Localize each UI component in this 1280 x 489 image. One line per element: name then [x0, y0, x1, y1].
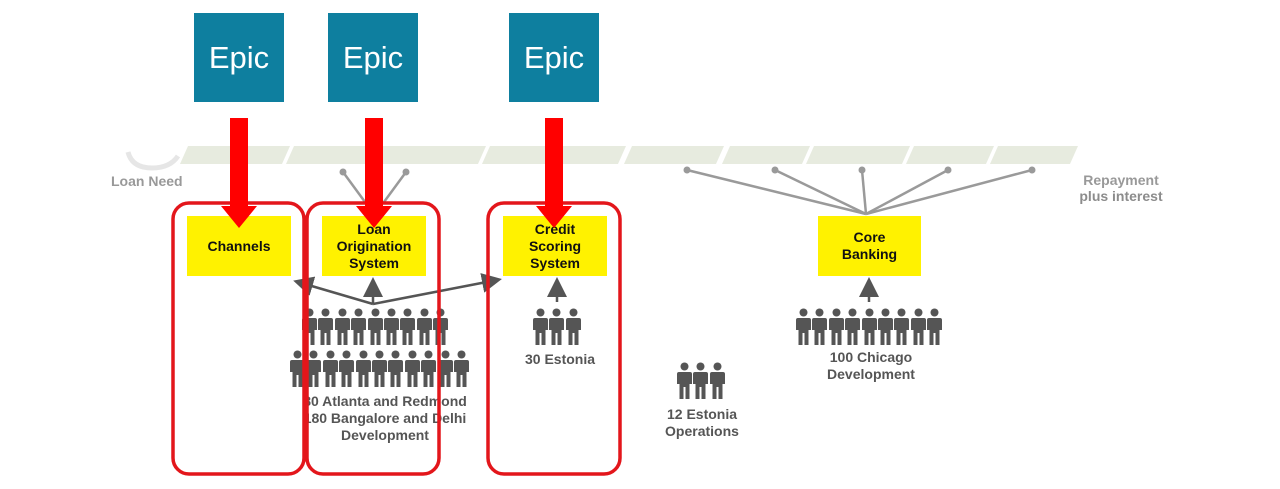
person-icon [828, 308, 844, 346]
epic-box-2: Epic [328, 13, 418, 102]
person-icon [306, 350, 322, 388]
person-icon [845, 308, 861, 346]
person-icon [339, 350, 355, 388]
team-label-estonia-ops: 12 Estonia Operations [652, 406, 752, 440]
system-loan-origination: Loan Origination System [322, 216, 426, 276]
people-group-bangalore-delhi [290, 350, 470, 388]
person-icon [565, 308, 581, 346]
person-icon [709, 362, 725, 400]
epic-label-1: Epic [208, 39, 270, 75]
los-line1: Loan [357, 220, 391, 237]
person-icon [400, 308, 416, 346]
los-line2: Origination [336, 237, 412, 254]
team-chicago-line1: 100 Chicago [829, 349, 913, 365]
css-line3: System [530, 254, 580, 271]
end-label-line2: plus interest [1079, 188, 1163, 204]
person-icon [877, 308, 893, 346]
people-group-estonia-dev [533, 308, 582, 346]
epic-label-3: Epic [523, 39, 585, 75]
person-icon [677, 362, 692, 400]
team-estonia-ops-line2: Operations [665, 423, 739, 439]
person-icon [437, 350, 453, 388]
end-label: Repayment plus interest [1073, 172, 1169, 204]
person-icon [549, 308, 565, 346]
person-icon [416, 308, 432, 346]
system-core-banking: Core Banking [818, 216, 921, 276]
team-india-us-line3: Development [341, 427, 429, 443]
system-channels-label: Channels [207, 237, 271, 254]
core-line1: Core [853, 229, 886, 245]
person-icon [322, 350, 338, 388]
start-label: Loan Need [111, 173, 183, 189]
css-line1: Credit [534, 220, 576, 237]
person-icon [388, 350, 404, 388]
team-india-us-line2: 180 Bangalore and Delhi [303, 410, 467, 426]
person-icon [894, 308, 910, 346]
person-icon [383, 308, 399, 346]
core-line2: Banking [841, 246, 898, 262]
person-icon [318, 308, 334, 346]
person-icon [290, 350, 305, 388]
person-icon [355, 350, 371, 388]
system-channels: Channels [187, 216, 291, 276]
team-label-estonia-dev: 30 Estonia [524, 351, 596, 367]
los-line3: System [349, 254, 399, 271]
epic-box-1: Epic [194, 13, 284, 102]
epic-label-2: Epic [342, 39, 404, 75]
person-icon [421, 350, 437, 388]
team-india-us-line1: 80 Atlanta and Redmond [303, 393, 467, 409]
css-line2: Scoring [528, 237, 582, 254]
person-icon [367, 308, 383, 346]
down-arrow-icon [356, 118, 392, 228]
person-icon [693, 362, 709, 400]
person-icon [371, 350, 387, 388]
team-chicago-line2: Development [827, 366, 915, 382]
down-arrow-icon [221, 118, 257, 228]
people-group-estonia-ops [677, 362, 726, 400]
person-icon [533, 308, 548, 346]
people-group-chicago [796, 308, 944, 346]
people-group-atlanta-redmond [302, 308, 450, 346]
person-icon [927, 308, 943, 346]
person-icon [812, 308, 828, 346]
person-icon [351, 308, 367, 346]
person-icon [910, 308, 926, 346]
person-icon [453, 350, 469, 388]
team-label-chicago: 100 Chicago Development [812, 349, 930, 383]
team-label-india-us: 80 Atlanta and Redmond 180 Bangalore and… [290, 393, 480, 444]
end-label-line1: Repayment [1083, 172, 1159, 188]
down-arrow-icon [536, 118, 572, 228]
person-icon [861, 308, 877, 346]
person-icon [796, 308, 811, 346]
epic-box-3: Epic [509, 13, 599, 102]
team-estonia-ops-line1: 12 Estonia [666, 406, 738, 422]
person-icon [334, 308, 350, 346]
person-icon [404, 350, 420, 388]
